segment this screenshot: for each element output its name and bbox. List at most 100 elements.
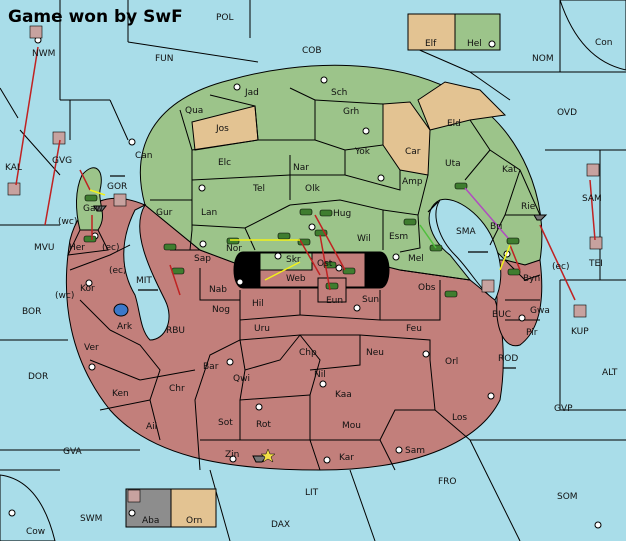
fleet-icon: [586, 163, 600, 177]
territory-Skr[interactable]: [259, 252, 313, 271]
sc-skr: [274, 252, 282, 260]
label-Hil: Hil: [252, 299, 264, 309]
label-MIT: MIT: [136, 276, 152, 286]
sc-pir: [518, 314, 526, 322]
sc-sun: [353, 304, 361, 312]
sc-can: [128, 138, 136, 146]
territory-SMA[interactable]: [435, 198, 502, 301]
label-Byn: Byn: [523, 274, 540, 284]
yellow-orders: [89, 189, 511, 281]
label-Ken: Ken: [112, 389, 129, 399]
label-Sap: Sap: [194, 254, 211, 264]
label-BOR: BOR: [22, 307, 41, 317]
label-Mel: Mel: [408, 254, 424, 264]
label-Web: Web: [286, 274, 306, 284]
fleet-icons: [7, 25, 603, 503]
label-Nog: Nog: [212, 305, 230, 315]
label-Feu: Feu: [406, 324, 422, 334]
label-Nar: Nar: [293, 163, 309, 173]
sc-hug: [308, 223, 316, 231]
label-Elf: Elf: [425, 39, 437, 49]
territory-Eld[interactable]: [417, 81, 507, 131]
label-GOR: GOR: [107, 182, 127, 192]
sc-ver: [88, 363, 96, 371]
sc-rot: [255, 403, 263, 411]
army-icon: [507, 268, 521, 276]
label-Pir: Pir: [526, 328, 538, 338]
label-Elc: Elc: [218, 158, 231, 168]
label-Obs: Obs: [418, 283, 436, 293]
label-DAX: DAX: [271, 520, 290, 530]
army-icon: [163, 243, 177, 251]
label-Aba: Aba: [142, 516, 159, 526]
label-Jad: Jad: [244, 88, 259, 98]
label-Eld: Eld: [447, 119, 461, 129]
label-KUP: KUP: [571, 327, 589, 337]
label-Bri: Bri: [490, 222, 502, 232]
sc-nil: [319, 380, 327, 388]
label-Mou: Mou: [342, 421, 361, 431]
territory-Orn[interactable]: [170, 488, 217, 528]
label-Kar: Kar: [339, 453, 354, 463]
orders: [15, 46, 596, 301]
label-Sam: Sam: [405, 446, 425, 456]
label-Gur: Gur: [156, 208, 173, 218]
territory-Eun[interactable]: [317, 277, 347, 303]
army-icon: [171, 267, 185, 275]
red-arm-east: [494, 259, 543, 347]
label-KAL: KAL: [5, 163, 22, 173]
sc-esm: [392, 253, 400, 261]
territory-borders: [69, 87, 541, 471]
label-Can: Can: [135, 151, 153, 161]
army-icon: [403, 218, 417, 226]
label-Kor: Kor: [80, 284, 95, 294]
label-POL: POL: [216, 13, 234, 23]
label-OVD: OVD: [557, 108, 577, 118]
label-Bar: Bar: [203, 362, 219, 372]
label-Her: Her: [69, 243, 85, 253]
label-SMA: SMA: [456, 227, 476, 237]
label-Los: Los: [452, 413, 467, 423]
label-DOR: DOR: [28, 372, 48, 382]
label-Lan: Lan: [201, 208, 217, 218]
fleet-icon: [7, 182, 21, 196]
territory-RBU[interactable]: [123, 203, 170, 341]
label-NWM: NWM: [32, 49, 55, 59]
label-Olk: Olk: [305, 184, 321, 194]
fleet-icon: [113, 193, 127, 207]
label-MVU: MVU: [34, 243, 55, 253]
sc-zin: [229, 455, 237, 463]
label-FRO: FRO: [438, 477, 457, 487]
army-icon: [506, 237, 520, 245]
star-icon: [260, 448, 276, 463]
label-Grh: Grh: [343, 107, 359, 117]
label-ROD: ROD: [498, 354, 518, 364]
fleet-icon: [481, 279, 495, 293]
purple-order: [464, 187, 509, 239]
sc-ost: [335, 264, 343, 272]
label-Car: Car: [405, 147, 421, 157]
label-FUN: FUN: [155, 54, 174, 64]
label-Amp: Amp: [402, 177, 423, 187]
sc-nor: [199, 240, 207, 248]
label-Skr: Skr: [286, 255, 301, 265]
sc-yok: [377, 174, 385, 182]
sc-cow: [8, 509, 16, 517]
label-Rot: Rot: [256, 420, 271, 430]
label-wc1: (wc): [58, 217, 77, 227]
army-icon: [325, 282, 339, 290]
label-Uru: Uru: [254, 324, 270, 334]
sc-grh: [362, 127, 370, 135]
label-Nab: Nab: [209, 285, 227, 295]
label-Sun: Sun: [362, 295, 379, 305]
sc-dax: [594, 521, 602, 529]
label-GVP: GVP: [554, 404, 573, 414]
label-Qwi: Qwi: [233, 374, 250, 384]
label-Orl: Orl: [445, 357, 458, 367]
label-TEI: TEI: [588, 259, 603, 269]
fleet-icon: [573, 304, 587, 318]
sc-kor: [85, 279, 93, 287]
label-SWM: SWM: [80, 514, 102, 524]
label-ec2: (ec): [552, 262, 570, 272]
